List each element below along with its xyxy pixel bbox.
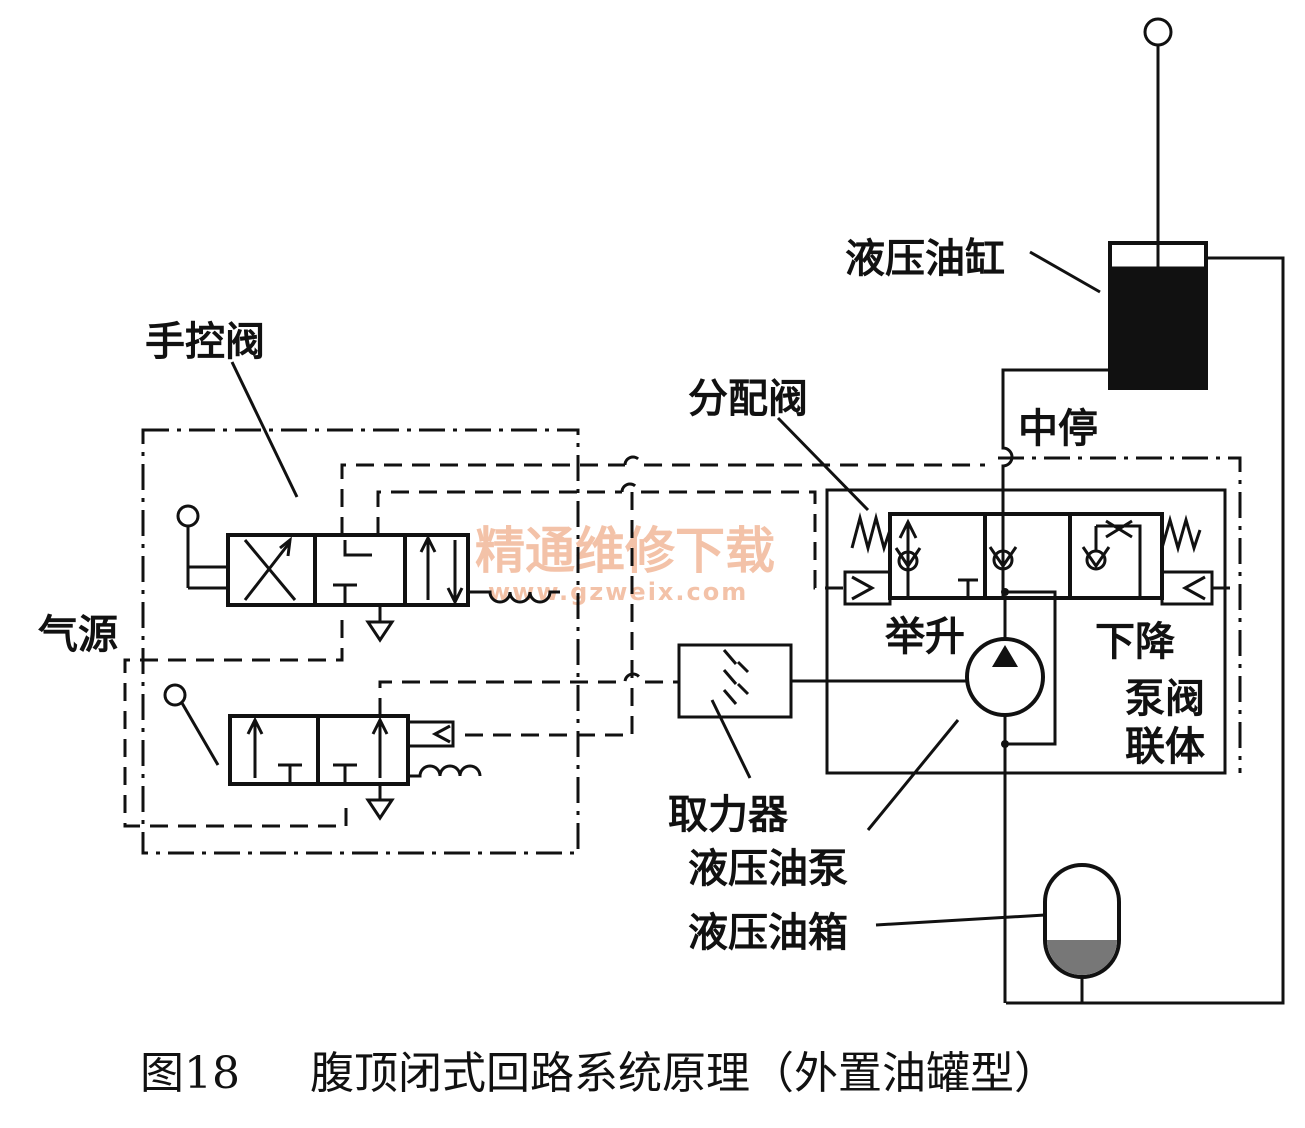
manual-valve-lower xyxy=(163,683,482,821)
watermark-url: www.gzweix.com xyxy=(488,578,748,606)
label-pump-valve-unit-2: 联体 xyxy=(1125,723,1205,770)
leader-oil-tank xyxy=(875,913,1046,927)
pump-valve-unit-frame xyxy=(825,488,1227,775)
label-distribution-valve: 分配阀 xyxy=(688,375,808,422)
leader-hydraulic-pump xyxy=(866,719,960,831)
return-line xyxy=(1006,256,1285,1005)
manual-valve-upper xyxy=(176,504,560,643)
watermark: 精通维修下载 www.gzweix.com xyxy=(475,522,775,606)
leader-manual-valve xyxy=(230,361,299,498)
label-pump-valve-unit-1: 泵阀 xyxy=(1125,675,1205,722)
pump-valve-dashdot-frame xyxy=(998,456,1242,773)
distribution-valve xyxy=(843,512,1214,606)
label-hydraulic-pump: 液压油泵 xyxy=(688,845,848,892)
label-power-takeoff: 取力器 xyxy=(668,791,789,838)
watermark-text: 精通维修下载 xyxy=(475,522,775,580)
hydraulic-pump xyxy=(965,588,1057,1003)
pilot-air-lines xyxy=(123,455,1240,828)
label-mid-stop: 中停 xyxy=(1018,405,1098,452)
label-air-source: 气源 xyxy=(38,611,118,658)
leader-hydraulic-cylinder xyxy=(1029,250,1101,294)
manual-valve-frame xyxy=(141,428,580,855)
cylinder-feed-line xyxy=(1001,368,1108,600)
leader-power-takeoff xyxy=(710,699,752,779)
label-lift: 举升 xyxy=(884,613,965,660)
caption-title: 腹顶闭式回路系统原理（外置油罐型） xyxy=(310,1048,1058,1099)
label-manual-valve: 手控阀 xyxy=(145,318,265,365)
label-hydraulic-cylinder: 液压油缸 xyxy=(845,235,1005,282)
leader-distribution-valve xyxy=(776,416,870,512)
hydraulic-cylinder xyxy=(1108,17,1208,390)
caption-figure-number: 图18 xyxy=(140,1048,240,1099)
label-lower: 下降 xyxy=(1095,618,1175,665)
oil-tank xyxy=(1043,863,1121,1003)
label-oil-tank: 液压油箱 xyxy=(688,909,848,956)
